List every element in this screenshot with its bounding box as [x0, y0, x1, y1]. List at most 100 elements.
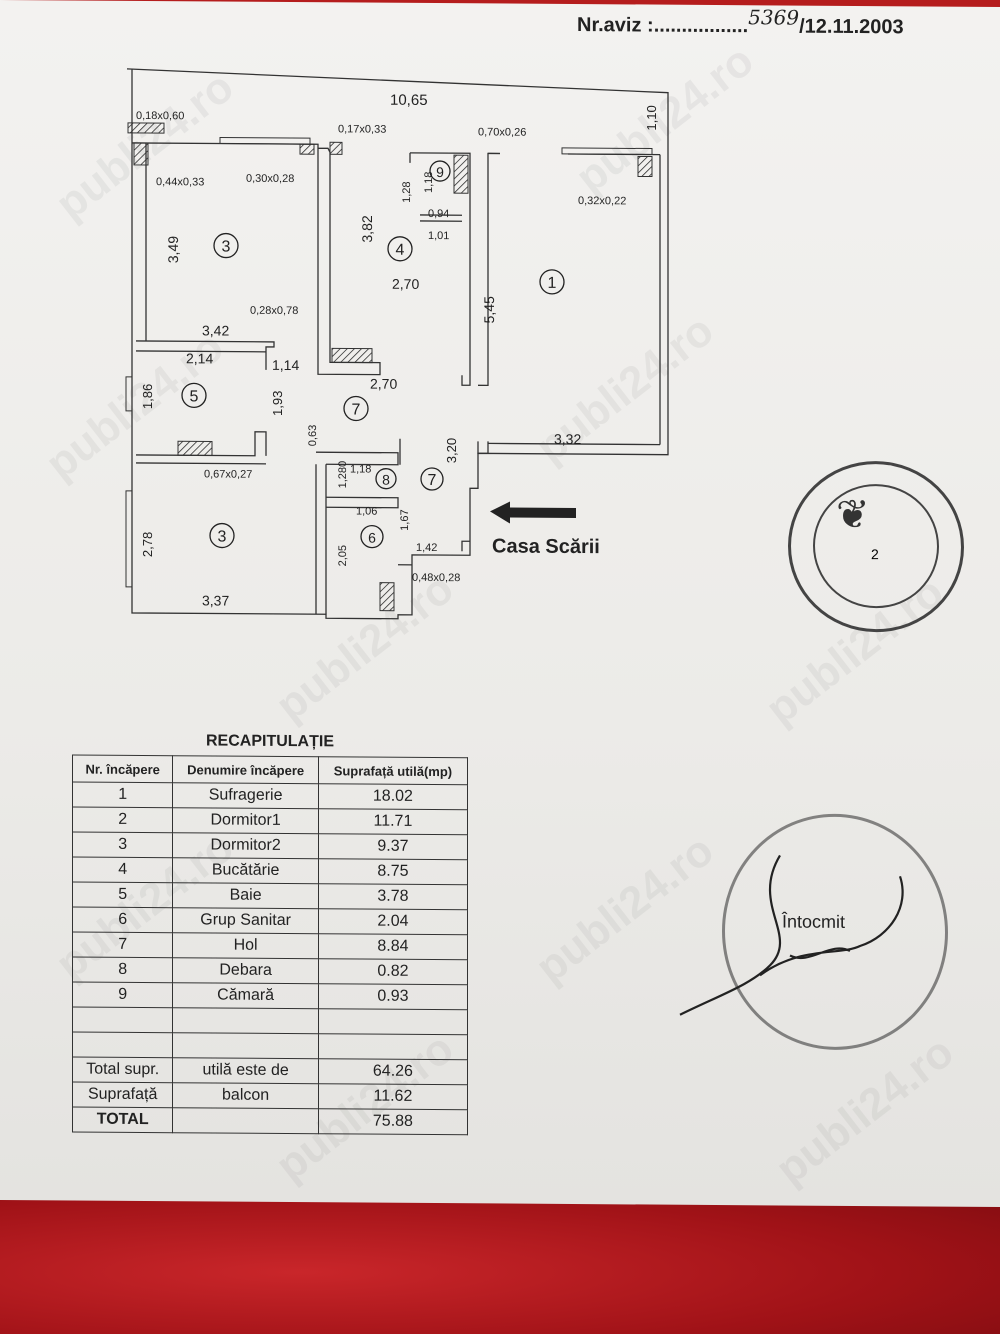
dim-r5-h: 1,86	[140, 384, 155, 409]
dim-d8: 0,63	[307, 425, 319, 447]
room-number-cell: 2	[72, 807, 173, 833]
room-number-cell: 1	[72, 782, 173, 808]
dim-d9: 0,67x0,27	[204, 468, 252, 480]
room-marker-5: 5	[190, 388, 199, 405]
room-number-cell: 8	[72, 957, 173, 983]
dim-r6-h: 2,05	[337, 545, 349, 567]
recap-header-row: Nr. încăpere Denumire încăpere Suprafață…	[72, 755, 468, 785]
area-cell: 0.93	[318, 983, 468, 1010]
dim-r6-w2: 1,42	[416, 542, 437, 554]
dim-r4-w: 2,70	[392, 276, 419, 292]
watermark: publi24.ro	[766, 1027, 963, 1195]
coat-of-arms-icon: ❦	[836, 492, 870, 538]
signature-icon	[679, 854, 904, 1016]
dim-d4: 0,44x0,33	[156, 176, 204, 188]
dim-d1: 0,18x0,60	[136, 110, 184, 122]
room-name-cell: Debara	[172, 957, 319, 984]
recap-table: RECAPITULAȚIE Nr. încăpere Denumire încă…	[72, 727, 468, 1136]
area-cell: 3.78	[318, 883, 468, 910]
dim-r3a-h: 3,49	[165, 236, 181, 264]
outer-wall	[126, 68, 669, 620]
room-number-cell: 9	[72, 982, 173, 1008]
total-util-row: Total supr. utilă este de 64.26	[72, 1057, 468, 1085]
room-name-cell: Baie	[172, 882, 319, 909]
document-page: publi24.ro publi24.ro publi24.ro publi24…	[0, 0, 1000, 1207]
header-room-name: Denumire încăpere	[172, 755, 319, 784]
area-cell: 8.75	[318, 858, 468, 885]
dim-r8-w: 1,18	[350, 463, 371, 475]
room-marker-6: 6	[368, 530, 376, 546]
dim-r9-w1: 0,94	[428, 208, 449, 220]
dim-r5-h2: 1,93	[270, 391, 285, 416]
room-name-cell: Sufragerie	[172, 782, 319, 809]
dim-hall-w: 2,70	[370, 376, 397, 392]
room-number-cell: 6	[72, 907, 173, 933]
dim-r5-w: 2,14	[186, 350, 213, 366]
room-name-cell: Grup Sanitar	[172, 907, 319, 934]
area-cell: 0.82	[318, 958, 468, 985]
dim-d2: 0,17x0,33	[338, 123, 386, 135]
room-marker-7b: 7	[428, 472, 437, 489]
dim-r9-h2: 1,18	[423, 172, 435, 194]
dim-r9-w2: 1,01	[428, 230, 449, 242]
dim-r8-h: 1,280	[337, 461, 349, 489]
dim-r3a-w: 3,42	[202, 322, 229, 338]
room-marker-7a: 7	[352, 401, 361, 418]
area-cell: 8.84	[318, 933, 468, 960]
area-cell: 18.02	[318, 783, 468, 810]
room-marker-3b: 3	[218, 529, 227, 546]
room-name-cell: Hol	[172, 932, 319, 959]
dim-r1-w2: 3,20	[444, 438, 459, 463]
dim-r1-w: 3,32	[554, 431, 581, 447]
header-area: Suprafață utilă(mp)	[318, 756, 468, 785]
dim-r5-w2: 1,14	[272, 357, 299, 373]
balcon-row: Suprafață balcon 11.62	[72, 1082, 468, 1110]
dim-right-top: 1,10	[644, 105, 659, 130]
room-number-cell: 4	[72, 857, 173, 883]
room-number-cell: 5	[72, 882, 173, 908]
room-marker-3a: 3	[222, 239, 231, 256]
room-name-cell: Bucătărie	[172, 857, 319, 884]
total-row: TOTAL 75.88	[72, 1107, 468, 1135]
room-name-cell: Dormitor2	[172, 832, 319, 859]
room-name-cell: Dormitor1	[172, 807, 319, 834]
dim-r9-h1: 1,28	[401, 181, 413, 203]
area-cell: 2.04	[318, 908, 468, 935]
area-cell: 9.37	[318, 833, 468, 860]
dim-r3b-w: 3,37	[202, 592, 229, 608]
room-name-cell: Cămară	[172, 982, 319, 1009]
room-marker-1: 1	[548, 275, 557, 292]
header-room-number: Nr. încăpere	[72, 755, 173, 783]
dim-r6-w: 1,06	[356, 505, 377, 517]
table-row-blank	[72, 1032, 468, 1060]
area-cell: 11.71	[318, 808, 468, 835]
dim-top-width: 10,65	[390, 92, 428, 109]
dim-r4-h: 3,82	[359, 215, 375, 243]
room-marker-9: 9	[436, 164, 444, 180]
dim-d3: 0,70x0,26	[478, 126, 526, 138]
stairwell-label: Casa Scării	[492, 535, 600, 559]
floor-plan: 10,65 1,10 0,18x0,60 0,17x0,33 0,70x0,26…	[125, 68, 669, 620]
room-number-cell: 3	[72, 832, 173, 858]
dim-r3b-h: 2,78	[140, 532, 155, 557]
room-number-cell: 7	[72, 932, 173, 958]
dim-d10: 0,48x0,28	[412, 572, 460, 584]
dim-d7: 0,28x0,78	[250, 305, 298, 317]
recap-title: RECAPITULAȚIE	[206, 732, 334, 751]
dim-r6-h2: 1,67	[399, 509, 411, 531]
dim-r1-h: 5,45	[481, 296, 497, 324]
stamp-number: 2	[871, 546, 879, 563]
room-marker-8: 8	[382, 472, 390, 488]
table-row-blank	[72, 1007, 468, 1035]
official-stamp: ❦ 2	[788, 460, 964, 633]
room-marker-4: 4	[396, 242, 405, 259]
